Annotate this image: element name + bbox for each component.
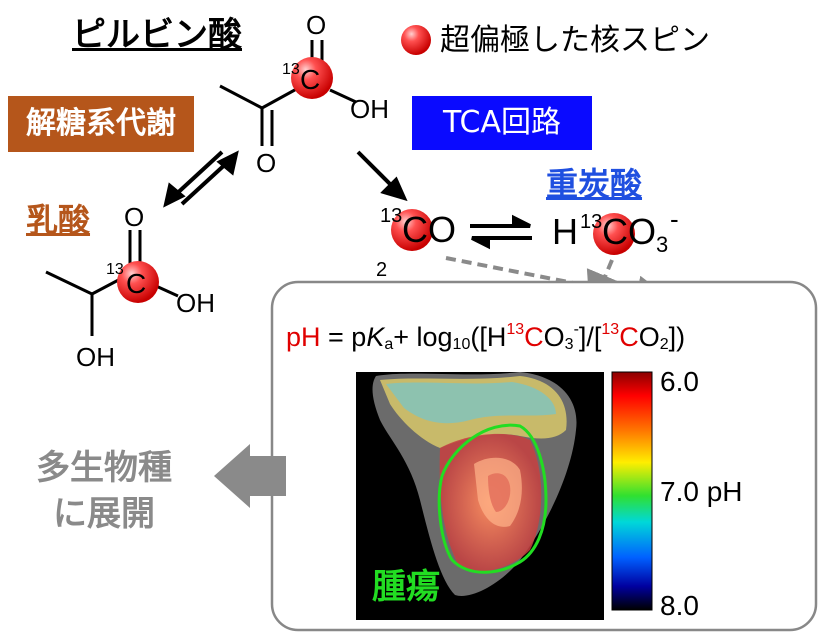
- expand-label-line1: 多生物種: [36, 448, 172, 488]
- formula-k-sub: a: [384, 336, 394, 353]
- bicarbonate-hydrogen: H: [552, 211, 578, 252]
- lactate-hydroxyl-bottom: OH: [76, 342, 115, 372]
- colorbar-mid-label: 7.0 pH: [660, 476, 743, 507]
- bicarbonate-title: 重炭酸: [546, 165, 643, 203]
- bicarbonate-carbon: C: [602, 211, 628, 252]
- lactate-title: 乳酸: [26, 201, 91, 239]
- bicarbonate-charge: -: [670, 204, 679, 234]
- pyruvate-carbon-marker: [291, 57, 333, 99]
- formula-open: ([H: [470, 322, 507, 352]
- tca-arrow: [356, 150, 408, 202]
- expand-label-line2: に展開: [53, 493, 155, 534]
- formula-o3-sub: 3: [564, 336, 574, 353]
- formula-log-base: 10: [452, 336, 471, 353]
- formula-k: K: [366, 322, 385, 352]
- tumor-outline: [437, 423, 548, 574]
- lactate-oxygen-top: O: [124, 202, 145, 232]
- expand-arrow: [214, 444, 286, 508]
- tumor-label: 腫瘍: [372, 567, 440, 607]
- pyruvate-carbon: C: [300, 64, 321, 95]
- co2-subscript: 2: [376, 259, 388, 281]
- pyruvate-hydroxyl: OH: [350, 94, 389, 124]
- ph-formula: pH = pKa+ log10([H13CO3-]/[13CO2]): [286, 322, 685, 353]
- ph-colorbar: [611, 371, 653, 611]
- legend-label: 超偏極した核スピン: [440, 23, 710, 58]
- formula-iso2: 13: [601, 321, 620, 338]
- formula-c1: C: [524, 322, 544, 352]
- formula-mid: ]/[: [578, 322, 602, 352]
- tca-cycle-label: TCA回路: [412, 96, 592, 150]
- co2-formula: CO: [402, 209, 456, 250]
- co2-carbon-marker: [391, 209, 433, 251]
- lactate-carbon: C: [126, 268, 147, 299]
- lactate-hydroxyl-right: OH: [176, 288, 215, 318]
- formula-c2: C: [619, 322, 639, 352]
- colorbar-top-label: 6.0: [660, 366, 699, 397]
- ph-map-image: [356, 372, 604, 620]
- co2-isotope: 13: [380, 205, 403, 227]
- glycolysis-arrows: [163, 150, 239, 208]
- formula-o2-sub: 2: [659, 336, 669, 353]
- formula-ph: pH: [286, 322, 321, 352]
- formula-iso1: 13: [506, 321, 525, 338]
- equilibrium-arrows: [470, 214, 532, 250]
- lactate-carbon-marker: [117, 261, 159, 303]
- pyruvate-oxygen-bottom: O: [256, 148, 277, 178]
- formula-close: ]): [668, 322, 686, 352]
- formula-plus-log: + log: [393, 322, 453, 352]
- formula-o3: O: [543, 322, 565, 352]
- bicarbonate-carbon-marker: [593, 213, 635, 255]
- pyruvate-structure: [219, 40, 357, 146]
- bicarbonate-isotope: 13: [580, 211, 603, 233]
- pyruvate-oxygen-top: O: [306, 10, 327, 40]
- legend-marker: [401, 25, 431, 55]
- formula-o2: O: [638, 322, 660, 352]
- pyruvate-title: ピルビン酸: [72, 15, 242, 55]
- pyruvate-isotope: 13: [282, 61, 300, 78]
- colorbar-bottom-label: 8.0: [660, 590, 699, 621]
- expand-label: 多生物種 に展開: [36, 446, 172, 538]
- bicarbonate-oxygen: O: [628, 211, 657, 252]
- lactate-isotope: 13: [106, 261, 124, 278]
- formula-equals: = p: [320, 322, 367, 352]
- glycolysis-label: 解糖系代謝: [8, 96, 194, 152]
- bicarbonate-subscript: 3: [656, 232, 669, 257]
- formula-minus: -: [573, 321, 579, 338]
